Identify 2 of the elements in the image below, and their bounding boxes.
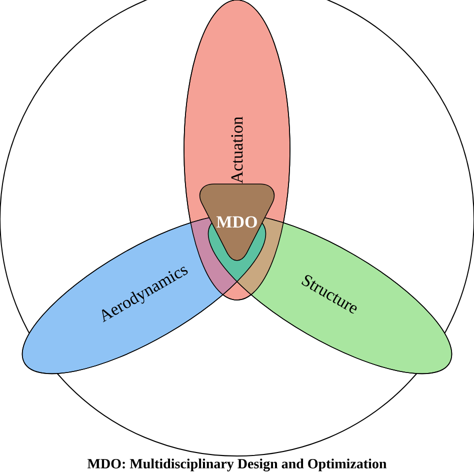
core-region: MDO — [199, 184, 275, 261]
caption: MDO: Multidisciplinary Design and Optimization — [88, 458, 387, 472]
